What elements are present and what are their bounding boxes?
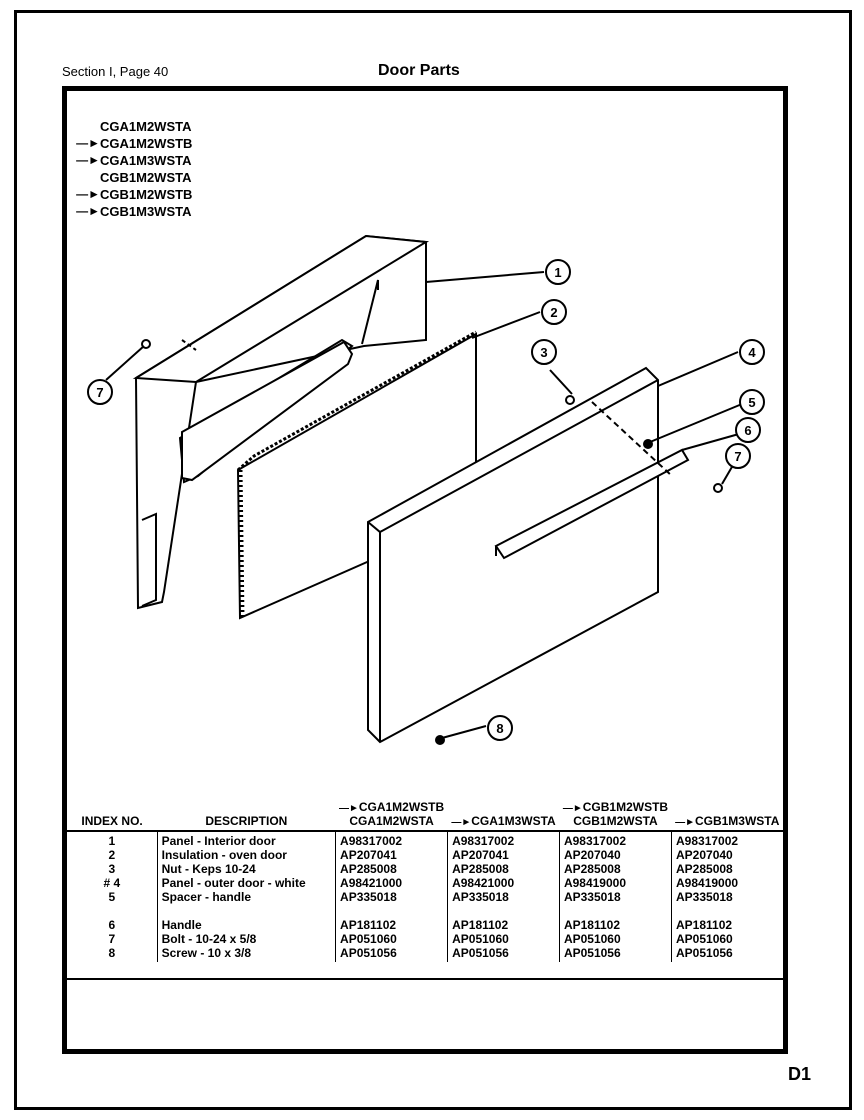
arrow-icon: ► [70,169,100,186]
model-list: ►CGA1M2WSTA —►CGA1M2WSTB —►CGA1M3WSTA ►C… [70,118,192,220]
header-col1: —►CGA1M2WSTB CGA1M2WSTA [335,800,448,832]
arrow-icon: ► [70,118,100,135]
callout-2: 2 [550,305,557,320]
outer-door-panel [367,366,659,744]
section-label: Section I, Page 40 [62,64,169,79]
bolt-7-left [141,339,151,349]
header-col3: —►CGB1M2WSTB CGB1M2WSTA [559,800,672,832]
model-item: —►CGB1M2WSTB [70,186,192,203]
arrow-icon: —► [76,187,100,201]
parts-table: INDEX NO. DESCRIPTION —►CGA1M2WSTB CGA1M… [67,800,783,962]
model-item: ►CGA1M2WSTA [70,118,192,135]
header-description: DESCRIPTION [157,800,336,832]
page-title: Door Parts [378,62,460,79]
callout-3: 3 [540,345,547,360]
arrow-icon: —► [76,136,100,150]
table-header-row: INDEX NO. DESCRIPTION —►CGA1M2WSTB CGA1M… [67,800,783,832]
header-index: INDEX NO. [67,800,158,832]
arrow-icon: —► [76,153,100,167]
handle [494,448,690,560]
table-bottom-rule [67,978,783,980]
page-border [14,10,852,1110]
model-item: —►CGA1M3WSTA [70,152,192,169]
exploded-door-diagram: 1 2 3 4 5 6 7 7 8 [87,234,765,745]
nut-3 [565,395,575,405]
callout-1: 1 [554,265,561,280]
page-code: D1 [788,1064,812,1084]
model-item: —►CGA1M2WSTB [70,135,192,152]
callout-7-right: 7 [734,449,741,464]
model-item: —►CGB1M3WSTA [70,203,192,220]
header-col2: —►CGA1M3WSTA [447,800,560,832]
diagram-frame [62,86,788,1054]
callout-6: 6 [744,423,751,438]
model-item: ►CGB1M2WSTA [70,169,192,186]
callout-8: 8 [496,721,503,736]
bolt-7-right [713,483,723,493]
arrow-icon: —► [76,204,100,218]
callout-5: 5 [748,395,755,410]
interior-door-panel [132,234,430,610]
callout-4: 4 [748,345,756,360]
header-col4: —►CGB1M3WSTA [671,800,783,832]
callout-7-left: 7 [96,385,103,400]
